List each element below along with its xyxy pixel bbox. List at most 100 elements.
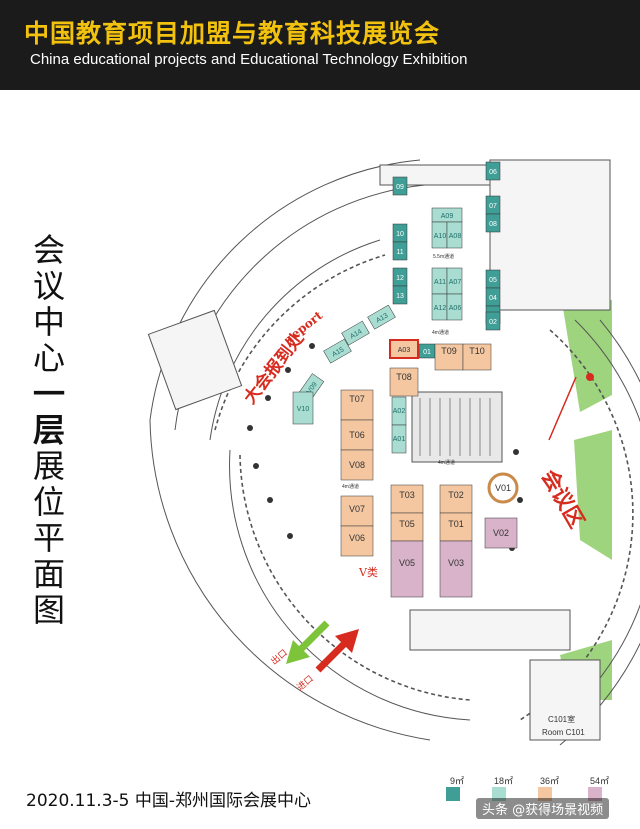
- side-title-char: 展: [32, 447, 65, 485]
- booth-06: 06: [485, 161, 501, 181]
- booth-t08: T08: [389, 367, 419, 397]
- column-dot: [265, 395, 271, 401]
- svg-text:12: 12: [396, 275, 404, 282]
- booth-01: 01: [418, 343, 436, 359]
- side-title-char: 一: [32, 375, 65, 413]
- svg-text:09: 09: [396, 184, 404, 191]
- side-title-char: 层: [32, 411, 65, 449]
- booth-a03: A03: [389, 339, 419, 359]
- booth-t02: T02: [439, 484, 473, 514]
- booth-10: 10: [392, 223, 408, 243]
- svg-text:A10: A10: [434, 233, 447, 240]
- svg-text:T06: T06: [349, 430, 365, 440]
- entrance-arrow: [315, 629, 359, 673]
- booth-a06: A06: [446, 293, 463, 321]
- svg-text:T10: T10: [469, 346, 485, 356]
- stair-block: [411, 391, 503, 463]
- svg-text:A08: A08: [449, 233, 462, 240]
- svg-text:A07: A07: [449, 279, 462, 286]
- booth-v08: V08: [340, 449, 374, 481]
- booth-v01: V01: [487, 472, 519, 504]
- booth-08: 08: [485, 213, 501, 233]
- column-dot: [309, 343, 315, 349]
- room-label: C101室: [548, 714, 575, 724]
- legend-label-36: 36㎡: [540, 776, 560, 786]
- column-dot: [287, 533, 293, 539]
- floor-plan-map: 09 10 11 12 13 06 07 08 05 04 03 02 01 A…: [147, 159, 640, 746]
- building-block-left: [147, 309, 243, 411]
- green-area: [574, 430, 612, 560]
- booth-t05: T05: [390, 512, 424, 542]
- booth-11: 11: [392, 241, 408, 261]
- legend-swatch-18: [492, 787, 506, 801]
- booth-t10: T10: [462, 343, 492, 371]
- side-title-char: 面: [32, 555, 65, 593]
- dashed-arc: [239, 454, 471, 701]
- booth-07: 07: [485, 195, 501, 215]
- aisle-label: 5.5m通道: [433, 253, 454, 260]
- svg-text:A06: A06: [449, 305, 462, 312]
- svg-text:A03: A03: [398, 347, 411, 354]
- header-banner: 中国教育项目加盟与教育科技展览会 China educational proje…: [0, 0, 640, 90]
- booth-a10: A10: [431, 221, 448, 249]
- legend-swatch-9: [446, 787, 460, 801]
- booth-a11: A11: [431, 267, 448, 295]
- booth-a14: A14: [341, 320, 370, 346]
- booth-v03: V03: [439, 540, 473, 598]
- svg-text:T07: T07: [349, 394, 365, 404]
- dashed-arc: [214, 254, 386, 431]
- entrance-label: 进口: [295, 673, 316, 693]
- booth-a07: A07: [446, 267, 463, 295]
- booth-a12: A12: [431, 293, 448, 321]
- svg-text:05: 05: [489, 277, 497, 284]
- room-c101: [529, 659, 601, 741]
- svg-text:06: 06: [489, 169, 497, 176]
- side-title: 会 议 中 心 一 层 展 位 平 面 图: [28, 232, 70, 628]
- booth-t09: T09: [434, 343, 464, 371]
- svg-text:T05: T05: [399, 519, 415, 529]
- v-class-label: V类: [358, 565, 378, 579]
- svg-text:02: 02: [489, 319, 497, 326]
- booth-v02: V02: [484, 517, 518, 549]
- booth-t06: T06: [340, 419, 374, 451]
- booth-13: 13: [392, 285, 408, 305]
- side-title-char: 心: [32, 339, 65, 377]
- svg-text:08: 08: [489, 221, 497, 228]
- booth-v07: V07: [340, 495, 374, 527]
- wall-arc: [559, 319, 640, 746]
- booth-05: 05: [485, 269, 501, 289]
- booth-04: 04: [485, 287, 501, 307]
- svg-text:A12: A12: [434, 305, 447, 312]
- side-title-char: 位: [32, 483, 65, 521]
- svg-text:T09: T09: [441, 346, 457, 356]
- column-dot: [513, 449, 519, 455]
- svg-text:10: 10: [396, 231, 404, 238]
- svg-text:V03: V03: [448, 558, 464, 568]
- booth-a08: A08: [446, 221, 463, 249]
- side-title-char: 议: [32, 267, 65, 305]
- wall-arc: [229, 449, 471, 721]
- svg-text:11: 11: [396, 249, 403, 256]
- exit-label: 出口: [268, 647, 290, 668]
- aisle-label: 4m通道: [432, 329, 449, 336]
- legend: 9㎡ 18㎡ 36㎡ 54㎡: [442, 774, 632, 814]
- page-subtitle: China educational projects and Education…: [30, 51, 468, 68]
- booth-a01: A01: [391, 424, 407, 454]
- svg-text:A01: A01: [393, 436, 406, 443]
- date-venue: 2020.11.3-5 中国-郑州国际会展中心: [26, 791, 312, 811]
- column-dot: [253, 463, 259, 469]
- svg-text:T02: T02: [448, 490, 464, 500]
- svg-text:V06: V06: [349, 533, 365, 543]
- svg-text:T01: T01: [448, 519, 464, 529]
- booth-02: 02: [485, 311, 501, 331]
- column-dot: [285, 367, 291, 373]
- booth-v06: V06: [340, 525, 374, 557]
- exit-arrow: [286, 620, 330, 664]
- svg-text:V08: V08: [349, 460, 365, 470]
- svg-text:V10: V10: [297, 406, 310, 413]
- green-area: [562, 300, 612, 412]
- svg-text:01: 01: [423, 349, 431, 356]
- side-title-char: 会: [32, 231, 65, 269]
- booth-v10: V10: [292, 391, 314, 425]
- column-dot: [267, 497, 273, 503]
